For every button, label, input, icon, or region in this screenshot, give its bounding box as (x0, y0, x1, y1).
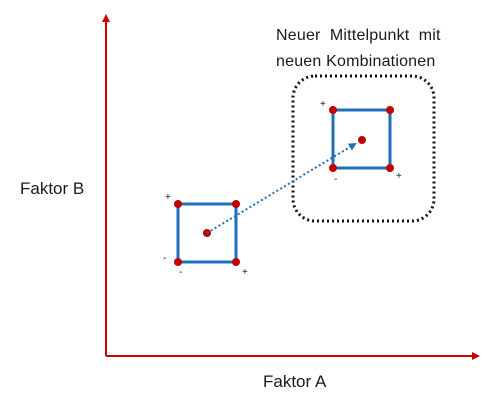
new-corner-point (329, 106, 337, 114)
x-axis-label: Faktor A (263, 372, 327, 391)
y-axis-label: Faktor B (20, 179, 85, 198)
original-corner-point (174, 258, 182, 266)
original-corner-point (232, 258, 240, 266)
new-center-highlight-box (291, 74, 436, 223)
original-corner-point (174, 200, 182, 208)
new-corner-point (386, 164, 394, 172)
original-sign-top-left: + (165, 192, 171, 203)
new-corner-point (386, 106, 394, 114)
new-sign-top-left: + (320, 99, 326, 110)
annotation-line-2: neuen Kombinationen (276, 53, 436, 70)
original-sign-bottom-right: + (242, 267, 248, 278)
new-center-point (358, 136, 366, 144)
original-sign-bottom-left: - (179, 267, 183, 278)
original-design-square (176, 202, 238, 264)
new-design-square (331, 108, 392, 170)
original-corner-point (232, 200, 240, 208)
annotation-line-1: Neuer Mittelpunkt mit (276, 27, 441, 44)
shift-arrow (206, 142, 357, 234)
new-corner-point (329, 164, 337, 172)
new-sign-bottom-right: + (396, 171, 402, 182)
original-sign-left-low: - (163, 253, 167, 264)
new-sign-bottom-left: - (334, 174, 338, 185)
